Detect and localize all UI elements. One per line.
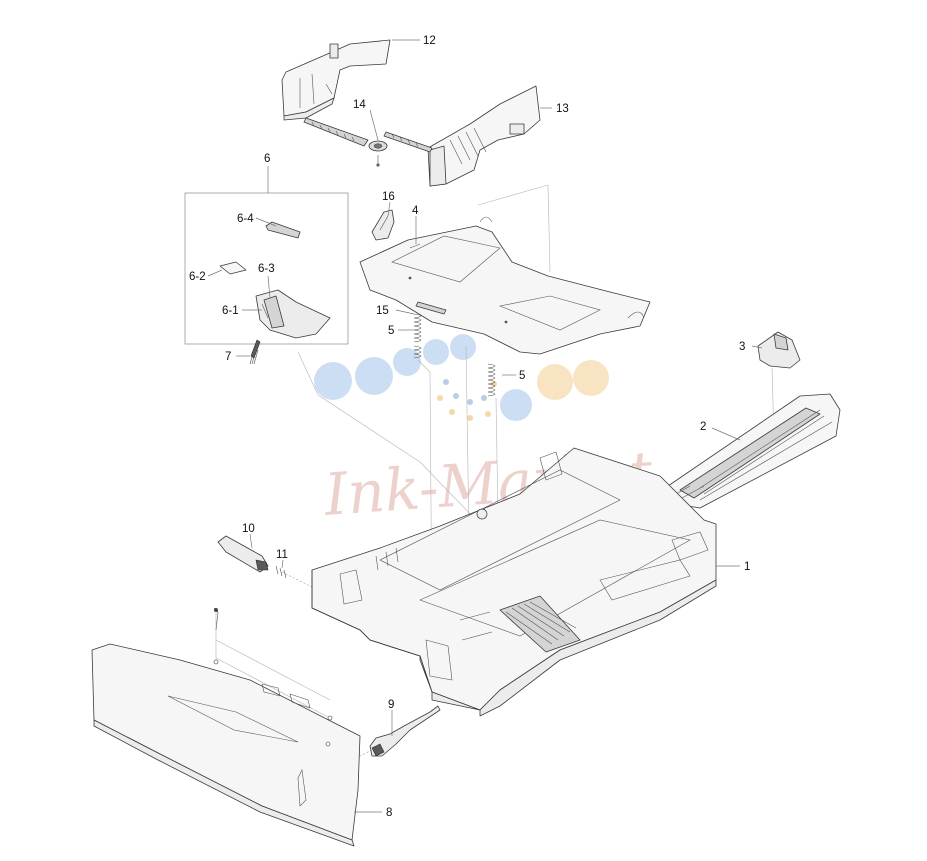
- callout-8: 8: [386, 807, 392, 819]
- part-3-end-guide-knob: [757, 331, 801, 369]
- part-5-spring-a: [413, 345, 422, 359]
- part-11-spring: [275, 565, 287, 579]
- callout-12: 12: [423, 35, 436, 47]
- callout-6-4: 6-4: [237, 213, 254, 225]
- part-5-spring-b: [487, 363, 496, 397]
- callout-14: 14: [353, 99, 366, 111]
- callout-10: 10: [242, 523, 255, 535]
- part-12-side-guide-left: [281, 39, 391, 147]
- callout-4: 4: [412, 205, 419, 217]
- callout-1: 1: [744, 561, 750, 573]
- callout-6-3: 6-3: [258, 263, 275, 275]
- part-2-extension-rail: [667, 393, 841, 509]
- part-4-knock-up-plate: [359, 216, 651, 355]
- part-6-1-pad-holder: [255, 289, 331, 339]
- part-16-lever: [371, 209, 395, 241]
- callout-6: 6: [264, 153, 270, 165]
- callout-6-2: 6-2: [189, 271, 206, 283]
- callout-5b: 5: [519, 370, 525, 382]
- callout-labels: 12 13 14 6 16 4 6-4 6-2 6-3 6-1 7 15 5 5…: [189, 35, 750, 819]
- callout-9: 9: [388, 699, 394, 711]
- part-8-front-cover: [91, 607, 361, 847]
- part-6-4: [265, 221, 301, 239]
- callout-3: 3: [739, 341, 745, 353]
- callout-15: 15: [376, 305, 389, 317]
- part-6-2: [219, 261, 247, 275]
- part-13-side-guide-right: [383, 85, 541, 187]
- part-15-spring: [413, 313, 422, 343]
- callout-5a: 5: [388, 325, 394, 337]
- part-9-lever-arm: [369, 705, 441, 757]
- watermark-circles: [314, 334, 609, 421]
- callout-7: 7: [225, 351, 231, 363]
- callout-11: 11: [276, 549, 288, 561]
- callout-13: 13: [556, 103, 569, 115]
- callout-2: 2: [700, 421, 706, 433]
- callout-16: 16: [382, 191, 395, 203]
- assembly-6-frame: [184, 192, 349, 345]
- callout-6-1: 6-1: [222, 305, 239, 317]
- part-14-pinion-gear: [368, 140, 388, 167]
- part-10-roller-pin: [217, 535, 269, 573]
- leader-lines: [207, 39, 763, 813]
- part-7-spring: [249, 339, 261, 365]
- part-1-cassette-frame: [311, 447, 717, 717]
